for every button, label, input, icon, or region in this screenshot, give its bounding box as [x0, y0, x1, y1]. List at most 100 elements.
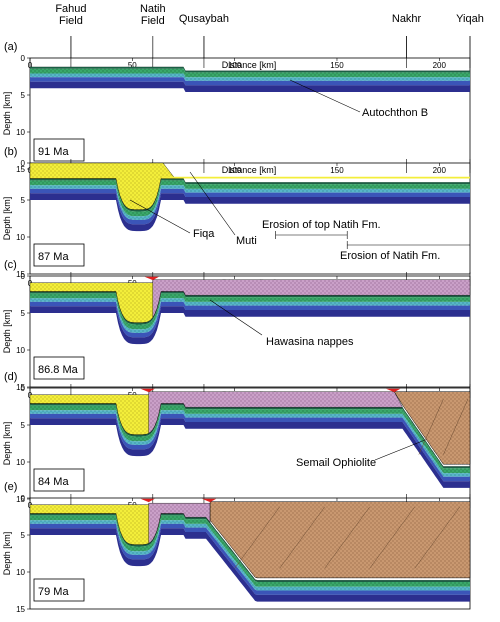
strata-layer: [30, 73, 470, 81]
strata-layer: [30, 68, 470, 78]
thrust-triangle: [201, 498, 217, 503]
fiqa-fill: [29, 162, 176, 210]
ophiolite-fill: [209, 501, 471, 579]
leader-line: [374, 439, 426, 461]
annotation-semail: Semail Ophiolite: [296, 457, 376, 469]
distance-label: Distance [km]: [222, 165, 277, 175]
age-box: [33, 138, 85, 162]
leader-line: [129, 199, 191, 234]
strata-layer: [30, 77, 470, 86]
y-tick-label: 5: [21, 421, 26, 430]
strata-layer: [30, 193, 470, 232]
strata-layer: [30, 298, 470, 333]
y-tick-label: 0: [21, 384, 26, 393]
y-tick-label: 15: [16, 383, 25, 392]
annotation-autochthon: Autochthon B: [362, 107, 428, 119]
y-tick-label: 10: [16, 233, 25, 242]
location-label: Qusaybah: [179, 13, 229, 25]
depth-label: Depth [km]: [2, 532, 12, 576]
depth-label: Depth [km]: [2, 92, 12, 136]
y-tick-label: 10: [16, 346, 25, 355]
annotation-hawasina: Hawasina nappes: [266, 336, 354, 348]
panel-letter: (a): [4, 41, 17, 53]
ophiolite-fill: [393, 391, 471, 465]
y-tick-label: 10: [16, 458, 25, 467]
y-tick-label: 15: [16, 165, 25, 174]
age-box: [33, 243, 85, 267]
strata-layer: [30, 306, 470, 345]
muti-veneer: [30, 176, 470, 179]
hawasina-fill: [148, 503, 211, 544]
strata-layer: [30, 66, 470, 73]
ophiolite-fault-line: [234, 506, 280, 569]
panel-letter: (e): [4, 481, 17, 493]
ophiolite-fault-line: [443, 398, 469, 455]
strata-layer: [30, 180, 470, 217]
hawasina-fill: [152, 279, 471, 319]
annotation-erosion-top: Erosion of top Natih Fm.: [262, 219, 381, 231]
strata-layer: [30, 81, 470, 92]
y-tick-label: 10: [16, 568, 25, 577]
fiqa-fill: [29, 504, 166, 545]
annotation-fiqa: Fiqa: [193, 228, 215, 240]
leader-line: [289, 79, 361, 113]
x-tick-label: 200: [433, 166, 447, 175]
y-tick-label: 0: [21, 159, 26, 168]
panel-letter: (d): [4, 371, 17, 383]
x-tick-label: 150: [330, 166, 344, 175]
fiqa-fill: [29, 282, 166, 323]
strata-layer: [30, 293, 470, 330]
y-tick-label: 15: [16, 605, 25, 614]
annotation-muti: Muti: [236, 235, 257, 247]
ophiolite-fault-line: [324, 506, 370, 569]
thrust-triangle: [140, 498, 155, 503]
depth-label: Depth [km]: [2, 197, 12, 241]
x-tick-label: 200: [433, 61, 447, 70]
thrust-triangle: [140, 388, 155, 393]
hawasina-fill: [148, 391, 403, 434]
y-tick-label: 10: [16, 128, 25, 137]
y-tick-label: 5: [21, 196, 26, 205]
y-tick-label: 5: [21, 91, 26, 100]
x-tick-label: 0: [28, 61, 33, 70]
location-label: Yiqah: [456, 13, 484, 25]
panel-letter: (c): [4, 259, 17, 271]
x-tick-label: 50: [128, 61, 137, 70]
ophiolite-fault-line: [418, 398, 444, 455]
annotation-erosion-natih: Erosion of Natih Fm.: [340, 250, 440, 262]
distance-label: Distance [km]: [222, 60, 277, 70]
y-tick-label: 0: [21, 494, 26, 503]
y-tick-label: 15: [16, 270, 25, 279]
age-box: [33, 578, 85, 602]
x-tick-label: 100: [228, 166, 242, 175]
ophiolite-fault-line: [414, 506, 460, 569]
age-box: [33, 468, 85, 492]
ophiolite-fault-line: [369, 506, 415, 569]
leader-line: [189, 171, 236, 236]
age-label: 91 Ma: [38, 146, 69, 158]
strata-layer: [30, 188, 470, 225]
fiqa-fill: [29, 394, 162, 435]
age-label: 84 Ma: [38, 476, 69, 488]
thrust-triangle: [144, 276, 159, 281]
depth-label: Depth [km]: [2, 310, 12, 354]
depth-label: Depth [km]: [2, 422, 12, 466]
age-label: 79 Ma: [38, 586, 69, 598]
y-tick-label: 15: [16, 495, 25, 504]
y-tick-label: 5: [21, 531, 26, 540]
leader-line: [209, 299, 263, 336]
x-tick-label: 150: [330, 61, 344, 70]
age-label: 86.8 Ma: [38, 364, 79, 376]
y-tick-label: 0: [21, 272, 26, 281]
panel-letter: (b): [4, 146, 17, 158]
ophiolite-fault-line: [279, 506, 325, 569]
